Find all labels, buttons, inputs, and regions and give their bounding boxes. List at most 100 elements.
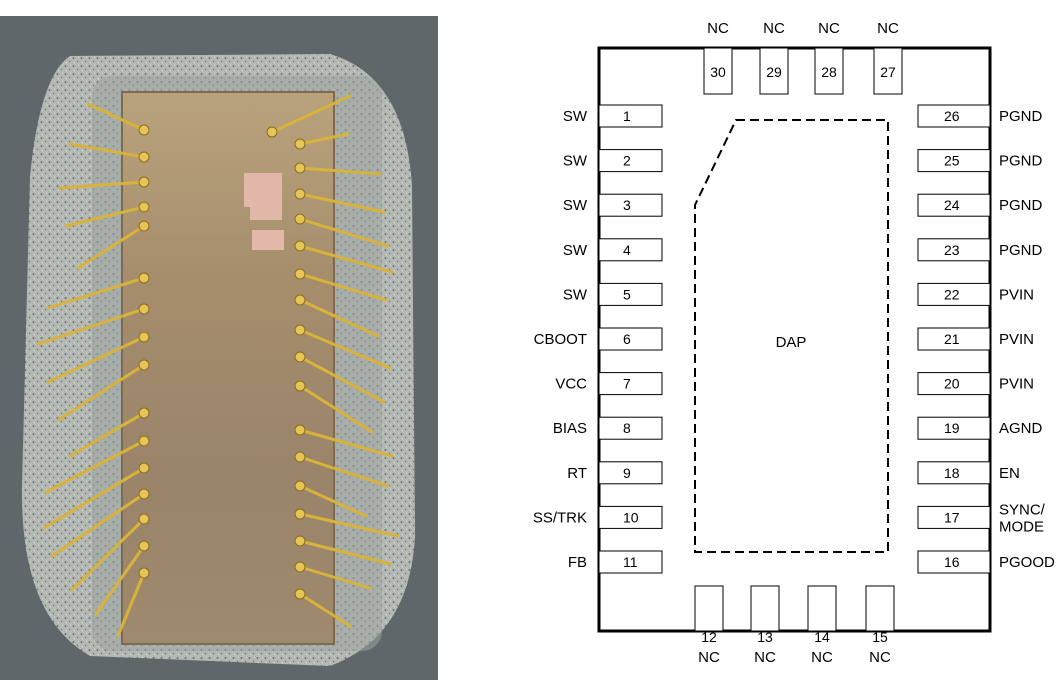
bond-wire <box>298 192 386 214</box>
bond-pad <box>294 240 306 252</box>
pin-box <box>917 238 991 262</box>
pin-box <box>917 282 991 306</box>
pin-name: SW <box>563 197 588 214</box>
bond-pad <box>266 126 278 138</box>
bond-pad <box>138 435 150 447</box>
pin-name: AGND <box>999 420 1043 437</box>
bond-pad <box>138 272 150 284</box>
bond-wire <box>298 539 392 566</box>
pin-box <box>598 461 663 485</box>
bond-pad <box>294 424 306 436</box>
pin-name: SYNC/ <box>999 501 1046 518</box>
bond-pad <box>294 138 306 150</box>
pin-name: VCC <box>555 376 587 393</box>
bond-wire <box>116 571 146 638</box>
pin-number: 25 <box>944 153 960 169</box>
bond-wire <box>298 565 372 590</box>
bond-wire <box>298 455 390 488</box>
pin-number: 10 <box>623 509 639 525</box>
pin-name: SS/TRK <box>533 509 587 526</box>
pin-name: NC <box>754 649 776 666</box>
pin-box <box>807 585 837 632</box>
bond-wire <box>86 102 146 132</box>
bond-pad <box>294 535 306 547</box>
bond-wire <box>298 484 368 518</box>
pin-name: EN <box>999 465 1020 482</box>
pin-name: SW <box>563 242 588 259</box>
bond-pad <box>138 331 150 343</box>
bond-wire <box>298 272 388 302</box>
pin-number: 6 <box>623 331 631 347</box>
pin-box <box>598 372 663 396</box>
bond-wire <box>42 466 146 530</box>
pin-name: SW <box>563 286 588 303</box>
bond-wire <box>94 544 146 616</box>
pin-box <box>814 47 844 95</box>
pin-box <box>750 585 780 632</box>
pin-number: 20 <box>944 376 960 392</box>
die-pad <box>252 230 284 250</box>
die-pad <box>244 173 282 207</box>
pin-box <box>598 416 663 440</box>
pin-number: 5 <box>623 286 631 302</box>
pin-box <box>865 585 895 632</box>
bond-pad <box>138 201 150 213</box>
pin-number: 28 <box>821 64 837 80</box>
bond-wire <box>68 411 146 458</box>
pin-number: 16 <box>944 554 960 570</box>
pin-name: RT <box>567 465 587 482</box>
bond-pad <box>294 294 306 306</box>
pin-number: 2 <box>623 153 631 169</box>
pin-box <box>917 193 991 217</box>
bond-wire <box>70 517 146 592</box>
bond-pad <box>138 220 150 232</box>
pin-number: 29 <box>766 64 782 80</box>
left-pin-column: 1SW2SW3SW4SW5SW6CBOOT7VCC8BIAS9RT10SS/TR… <box>533 104 663 574</box>
bond-pad <box>138 151 150 163</box>
bond-wire <box>298 355 386 404</box>
pin-number: 19 <box>944 420 960 436</box>
pin-name: CBOOT <box>534 331 587 348</box>
pin-name: PGND <box>999 197 1043 214</box>
pin-number: 1 <box>623 108 631 124</box>
pin-number: 4 <box>623 242 631 258</box>
bond-pad <box>294 162 306 174</box>
pin-number: 24 <box>944 197 960 213</box>
bond-wire <box>46 335 146 384</box>
bond-wire <box>270 94 352 134</box>
bond-wire <box>44 439 146 494</box>
bond-pad <box>294 380 306 392</box>
pin-name: PGND <box>999 153 1043 170</box>
pin-box <box>759 47 789 95</box>
bond-wire <box>298 512 400 538</box>
bond-pad <box>294 508 306 520</box>
bond-wire <box>298 428 394 458</box>
dap-label: DAP <box>776 334 807 351</box>
bond-pad <box>138 462 150 474</box>
bond-wire <box>36 307 146 346</box>
die-photo <box>0 16 438 680</box>
pin-number: 21 <box>944 331 960 347</box>
pin-number: 30 <box>710 64 726 80</box>
pin-name: PGOOD <box>999 554 1055 571</box>
bond-wire <box>76 224 146 270</box>
pin-number: 14 <box>814 629 830 645</box>
pin-name: NC <box>763 20 785 37</box>
pin-number: 3 <box>623 197 631 213</box>
bond-pad <box>294 480 306 492</box>
pin-number: 23 <box>944 242 960 258</box>
pin-box <box>917 104 991 128</box>
bond-pad <box>138 488 150 500</box>
bond-pad <box>138 567 150 579</box>
bond-pad <box>294 324 306 336</box>
pin-number: 27 <box>880 64 896 80</box>
bond-pad <box>138 407 150 419</box>
pin-name: PGND <box>999 108 1043 125</box>
bond-wire <box>298 244 394 274</box>
pin-name: PVIN <box>999 286 1034 303</box>
pin-box <box>598 505 663 529</box>
pin-number: 7 <box>623 376 631 392</box>
bond-wires <box>36 94 400 638</box>
